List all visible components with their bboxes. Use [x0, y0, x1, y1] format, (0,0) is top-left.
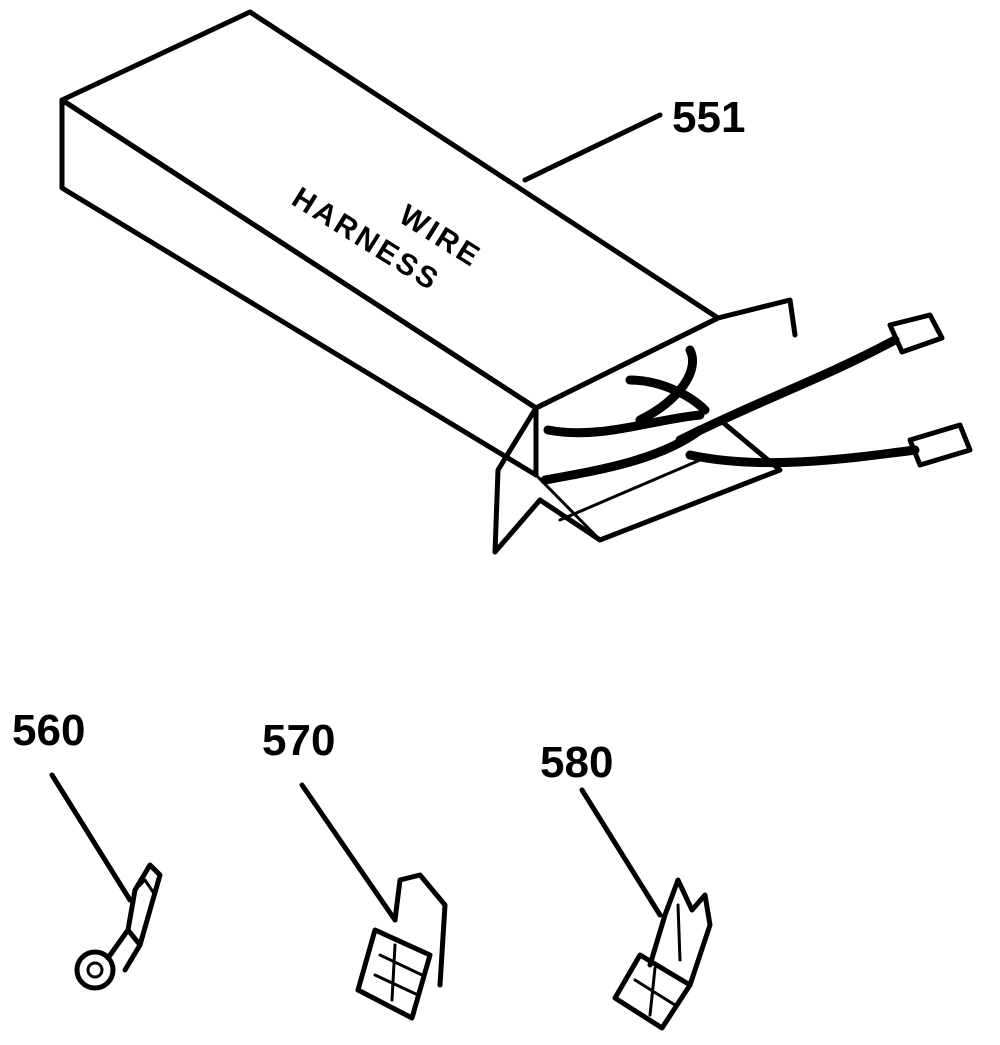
- leader-560: [49, 772, 133, 903]
- spade-terminal: [612, 877, 713, 1031]
- leader-570: [299, 782, 398, 923]
- callout-580: 580: [540, 738, 613, 787]
- callout-551: 551: [672, 93, 745, 142]
- flag-terminal: [355, 872, 448, 1021]
- wire-harness-box: WIRE HARNESS: [59, 9, 973, 555]
- leader-580: [579, 787, 663, 918]
- callout-570: 570: [262, 716, 335, 765]
- callout-560: 560: [12, 706, 85, 755]
- connector-lower: [907, 422, 973, 468]
- leader-551: [522, 112, 663, 183]
- connector-upper: [887, 312, 945, 355]
- ring-terminal: [74, 862, 163, 991]
